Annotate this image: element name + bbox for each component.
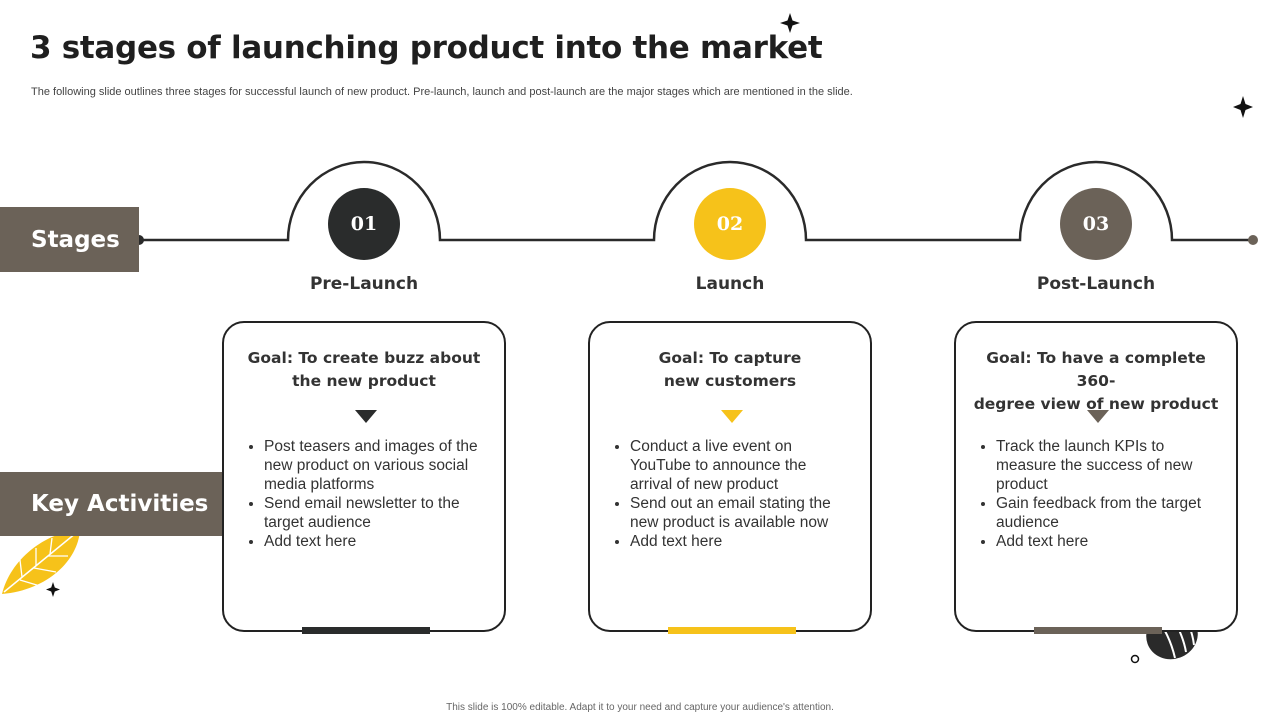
activity-item: Post teasers and images of the new produ… — [264, 437, 482, 494]
stage-1-number: 01 — [350, 213, 378, 235]
stage-3-number-badge: 03 — [1060, 188, 1132, 260]
stage-1-goal-line: Goal: To create buzz about — [247, 349, 481, 367]
stages-label: Stages — [31, 226, 120, 253]
stage-2-arrow-down-icon — [721, 410, 743, 423]
sparkle-icon — [46, 582, 60, 597]
activity-item: Conduct a live event on YouTube to annou… — [630, 437, 848, 494]
small-ring-icon — [1130, 654, 1140, 664]
sparkle-icon — [1233, 96, 1253, 118]
slide-subtitle: The following slide outlines three stage… — [31, 86, 853, 98]
stages-label-band: Stages — [0, 207, 139, 272]
activity-item: Send email newsletter to the target audi… — [264, 494, 482, 532]
stage-1-activities: Post teasers and images of the new produ… — [244, 437, 482, 551]
stage-2-activities: Conduct a live event on YouTube to annou… — [610, 437, 848, 551]
stage-3-name: Post-Launch — [1036, 274, 1156, 294]
stage-2-goal-line: new customers — [663, 372, 797, 390]
stage-2-goal-line: Goal: To capture — [658, 349, 802, 367]
stage-2-number-badge: 02 — [694, 188, 766, 260]
stage-1-number-badge: 01 — [328, 188, 400, 260]
stage-1-accent-bar — [302, 627, 430, 634]
stage-2-accent-bar — [668, 627, 796, 634]
stage-2-goal: Goal: To capture new customers — [600, 347, 860, 393]
activity-item: Add text here — [996, 532, 1214, 551]
activity-item: Send out an email stating the new produc… — [630, 494, 848, 532]
key-activities-label-band: Key Activities — [0, 472, 222, 536]
stage-3-goal-line: Goal: To have a complete 360- — [986, 349, 1206, 390]
stage-2-name: Launch — [695, 274, 765, 294]
stage-1-goal-line: the new product — [292, 372, 436, 390]
stage-2-card: Goal: To capture new customers Conduct a… — [588, 321, 872, 634]
activity-item: Add text here — [264, 532, 482, 551]
slide-footer: This slide is 100% editable. Adapt it to… — [446, 702, 834, 713]
stage-3-goal: Goal: To have a complete 360- degree vie… — [966, 347, 1226, 416]
key-activities-label: Key Activities — [31, 491, 209, 517]
timeline-end-dot — [1248, 235, 1258, 245]
activity-item: Add text here — [630, 532, 848, 551]
activity-item: Track the launch KPIs to measure the suc… — [996, 437, 1214, 494]
sparkle-icon — [780, 13, 800, 33]
stage-1-goal: Goal: To create buzz about the new produ… — [234, 347, 494, 393]
stage-1-card: Goal: To create buzz about the new produ… — [222, 321, 506, 634]
stage-3-activities: Track the launch KPIs to measure the suc… — [976, 437, 1214, 551]
slide-title: 3 stages of launching product into the m… — [30, 30, 823, 66]
stage-2-number: 02 — [716, 213, 744, 235]
stage-1-arrow-down-icon — [355, 410, 377, 423]
stage-3-accent-bar — [1034, 627, 1162, 634]
stage-3-number: 03 — [1082, 213, 1110, 235]
timeline-line — [139, 160, 1253, 242]
stage-3-card: Goal: To have a complete 360- degree vie… — [954, 321, 1238, 634]
stage-3-arrow-down-icon — [1087, 410, 1109, 423]
stage-3-goal-line: degree view of new product — [973, 395, 1219, 413]
leaf-icon — [2, 530, 80, 594]
stage-1-name: Pre-Launch — [309, 274, 419, 294]
activity-item: Gain feedback from the target audience — [996, 494, 1214, 532]
